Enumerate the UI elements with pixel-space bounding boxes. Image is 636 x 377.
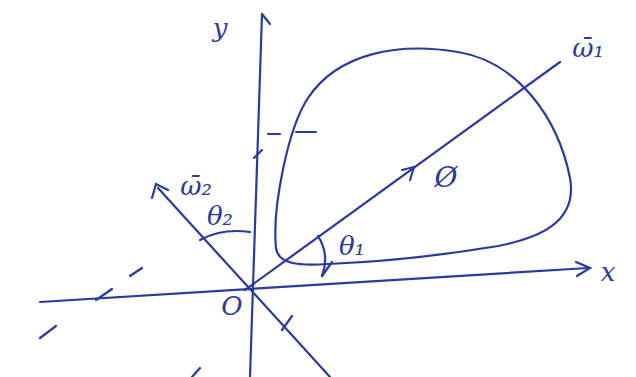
axis-label: y	[213, 15, 228, 41]
vector-label: ω̄₁	[572, 35, 604, 61]
angle-label: θ₁	[339, 233, 365, 259]
vector-label: ω̄₂	[180, 173, 212, 199]
axis-label: x	[601, 259, 616, 285]
angle-label: θ₂	[207, 203, 233, 229]
origin-label: O	[221, 293, 242, 319]
region-shape	[268, 38, 580, 278]
region-outline: Ø	[268, 38, 580, 278]
region-label: Ø	[435, 164, 458, 192]
